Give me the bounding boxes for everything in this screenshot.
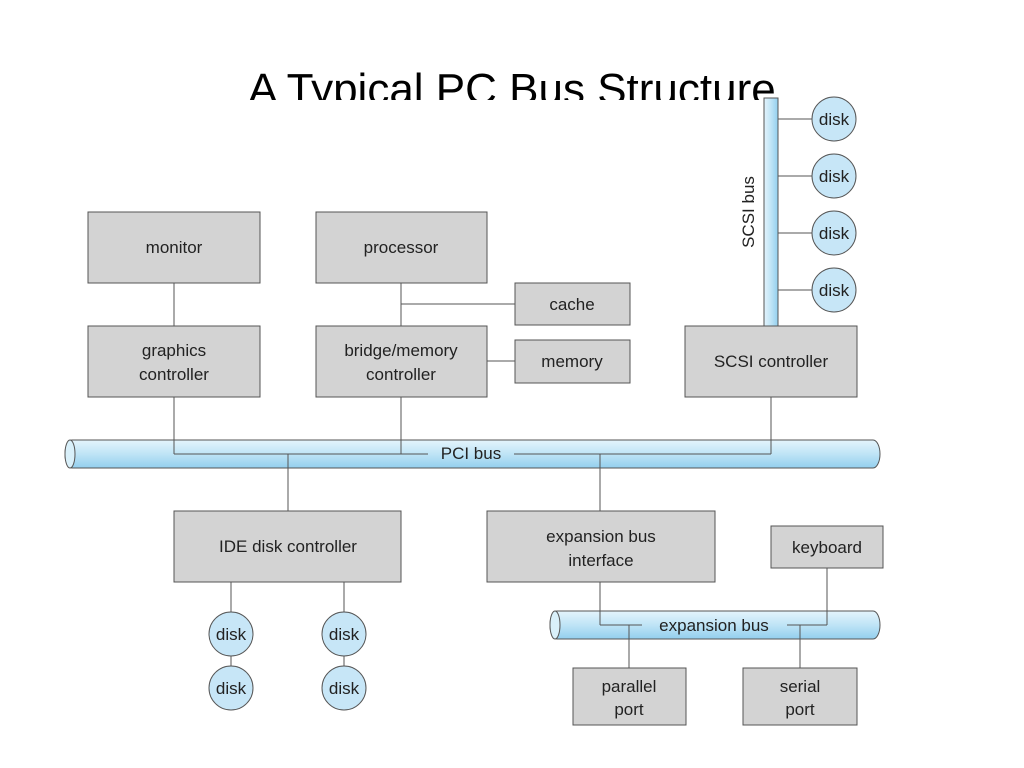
monitor-box: monitor: [87, 211, 261, 284]
bridge-label-line2: controller: [366, 365, 436, 384]
keyboard-label: keyboard: [792, 538, 862, 557]
scsi-disk-4: disk: [811, 267, 857, 313]
processor-label: processor: [364, 238, 439, 257]
scsi-controller-box: SCSI controller: [684, 325, 858, 398]
monitor-label: monitor: [146, 238, 203, 257]
disk-label: disk: [819, 110, 850, 129]
bridge-memory-controller-box: bridge/memory controller: [315, 325, 488, 398]
ide-controller-label: IDE disk controller: [219, 537, 357, 556]
ide-disk-2: disk: [321, 611, 367, 657]
ide-disk-controller-box: IDE disk controller: [173, 510, 402, 583]
parallel-port-label-line2: port: [614, 700, 644, 719]
disk-label: disk: [329, 679, 360, 698]
processor-box: processor: [315, 211, 488, 284]
pci-bus-label: PCI bus: [441, 444, 501, 463]
scsi-disk-3: disk: [811, 210, 857, 256]
bridge-label-line1: bridge/memory: [344, 341, 458, 360]
ide-disk-4: disk: [321, 665, 367, 711]
ide-disk-1: disk: [208, 611, 254, 657]
scsi-disk-1: disk: [811, 96, 857, 142]
disk-label: disk: [216, 679, 247, 698]
serial-port-box: serial port: [742, 667, 858, 726]
parallel-port-box: parallel port: [572, 667, 687, 726]
serial-port-label-line1: serial: [780, 677, 821, 696]
expansion-interface-label-line1: expansion bus: [546, 527, 656, 546]
expansion-bus-interface-box: expansion bus interface: [486, 510, 716, 583]
serial-port-label-line2: port: [785, 700, 815, 719]
memory-label: memory: [541, 352, 603, 371]
expansion-bus-label: expansion bus: [659, 616, 769, 635]
parallel-port-label-line1: parallel: [602, 677, 657, 696]
cache-box: cache: [514, 282, 631, 326]
disk-label: disk: [819, 224, 850, 243]
graphics-label-line1: graphics: [142, 341, 206, 360]
memory-box: memory: [514, 339, 631, 384]
cache-label: cache: [549, 295, 594, 314]
disk-label: disk: [819, 167, 850, 186]
disk-label: disk: [819, 281, 850, 300]
scsi-disk-2: disk: [811, 153, 857, 199]
graphics-label-line2: controller: [139, 365, 209, 384]
pci-bus: [64, 439, 881, 469]
disk-label: disk: [329, 625, 360, 644]
ide-disk-3: disk: [208, 665, 254, 711]
keyboard-box: keyboard: [770, 525, 884, 569]
graphics-controller-box: graphics controller: [87, 325, 261, 398]
scsi-controller-label: SCSI controller: [714, 352, 829, 371]
scsi-bus-label: SCSI bus: [739, 176, 758, 248]
scsi-bus: [763, 97, 779, 327]
expansion-interface-label-line2: interface: [568, 551, 633, 570]
disk-label: disk: [216, 625, 247, 644]
expansion-bus: [549, 610, 881, 640]
